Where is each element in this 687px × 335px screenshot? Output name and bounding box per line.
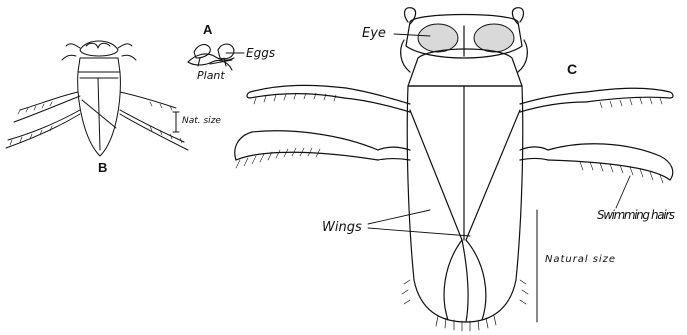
wings-leader-line-2 <box>368 228 470 236</box>
large-bug-drawing <box>235 8 673 331</box>
panel-b-letter: B <box>98 160 107 175</box>
plant-label: Plant <box>197 69 225 82</box>
eye-label: Eye <box>362 26 386 41</box>
plant-with-eggs-drawing <box>188 44 234 70</box>
panel-c-letter: C <box>567 61 577 77</box>
swimming-hairs-label: Swimming hairs <box>597 208 675 222</box>
swimming-hairs-leader-line <box>616 176 630 208</box>
nat-size-label: Nat. size <box>182 116 221 126</box>
natural-size-label: Natural size <box>545 254 615 265</box>
panel-a: A Eggs Plant <box>188 22 275 82</box>
eggs-label: Eggs <box>246 46 275 60</box>
small-bug-drawing <box>6 41 188 156</box>
wings-label: Wings <box>322 220 362 235</box>
panel-c: C Eye Wings Swimming hairs Natural size <box>235 8 675 331</box>
panel-a-letter: A <box>203 22 213 37</box>
wings-leader-line-1 <box>368 210 430 224</box>
